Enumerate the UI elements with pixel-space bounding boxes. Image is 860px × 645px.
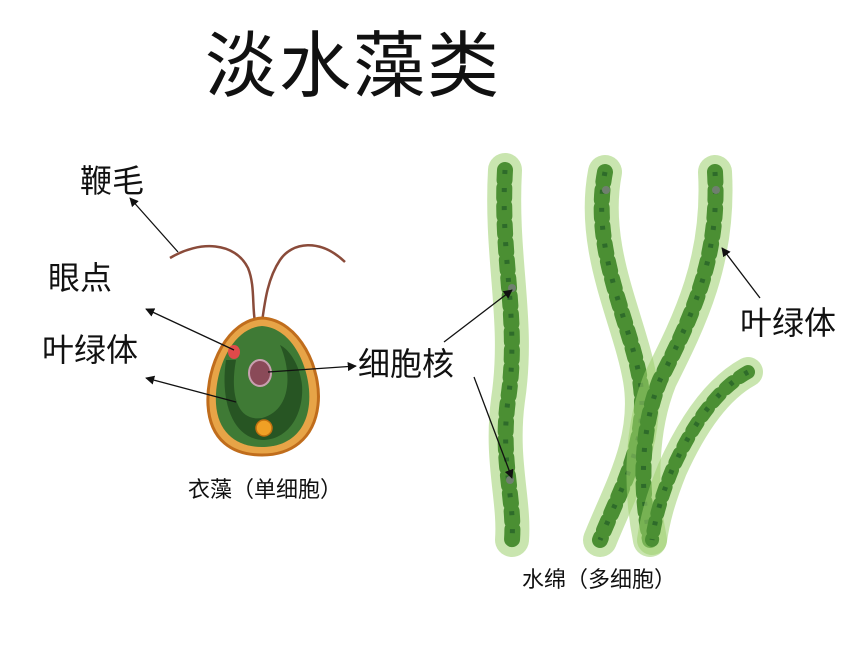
chlamydomonas-cell <box>169 244 346 457</box>
chloroplast-cup <box>224 345 303 440</box>
label-eyespot: 眼点 <box>48 259 113 297</box>
nucleus <box>248 359 272 387</box>
pointer-nucleus-left <box>267 362 357 373</box>
pointer-lines <box>129 197 761 479</box>
caption-spirogyra: 水绵（多细胞） <box>522 568 677 593</box>
filament-3 <box>626 155 733 557</box>
label-nucleus: 细胞核 <box>358 345 455 383</box>
caption-chlamydomonas: 衣藻（单细胞） <box>188 478 343 503</box>
pointer-nucleus-right-upper <box>443 289 513 343</box>
filament-2 <box>583 155 659 557</box>
flagellum-left <box>169 245 257 323</box>
label-chloroplast-left: 叶绿体 <box>42 331 139 369</box>
filament-4 <box>637 357 763 555</box>
label-chloroplast-right: 叶绿体 <box>740 304 837 342</box>
pointer-chloroplast-right <box>721 247 761 299</box>
label-flagellum: 鞭毛 <box>80 162 145 200</box>
eyespot <box>228 345 240 359</box>
pyrenoid <box>255 419 273 437</box>
page-title: 淡水藻类 <box>205 24 502 108</box>
filament-1 <box>487 153 530 557</box>
flagellum-right <box>260 244 346 323</box>
pointer-eyespot <box>145 308 235 351</box>
pointer-nucleus-right-lower <box>473 376 514 479</box>
spirogyra-filaments <box>487 153 763 557</box>
pointer-chloroplast-left <box>145 375 237 403</box>
pointer-flagellum <box>129 197 179 253</box>
